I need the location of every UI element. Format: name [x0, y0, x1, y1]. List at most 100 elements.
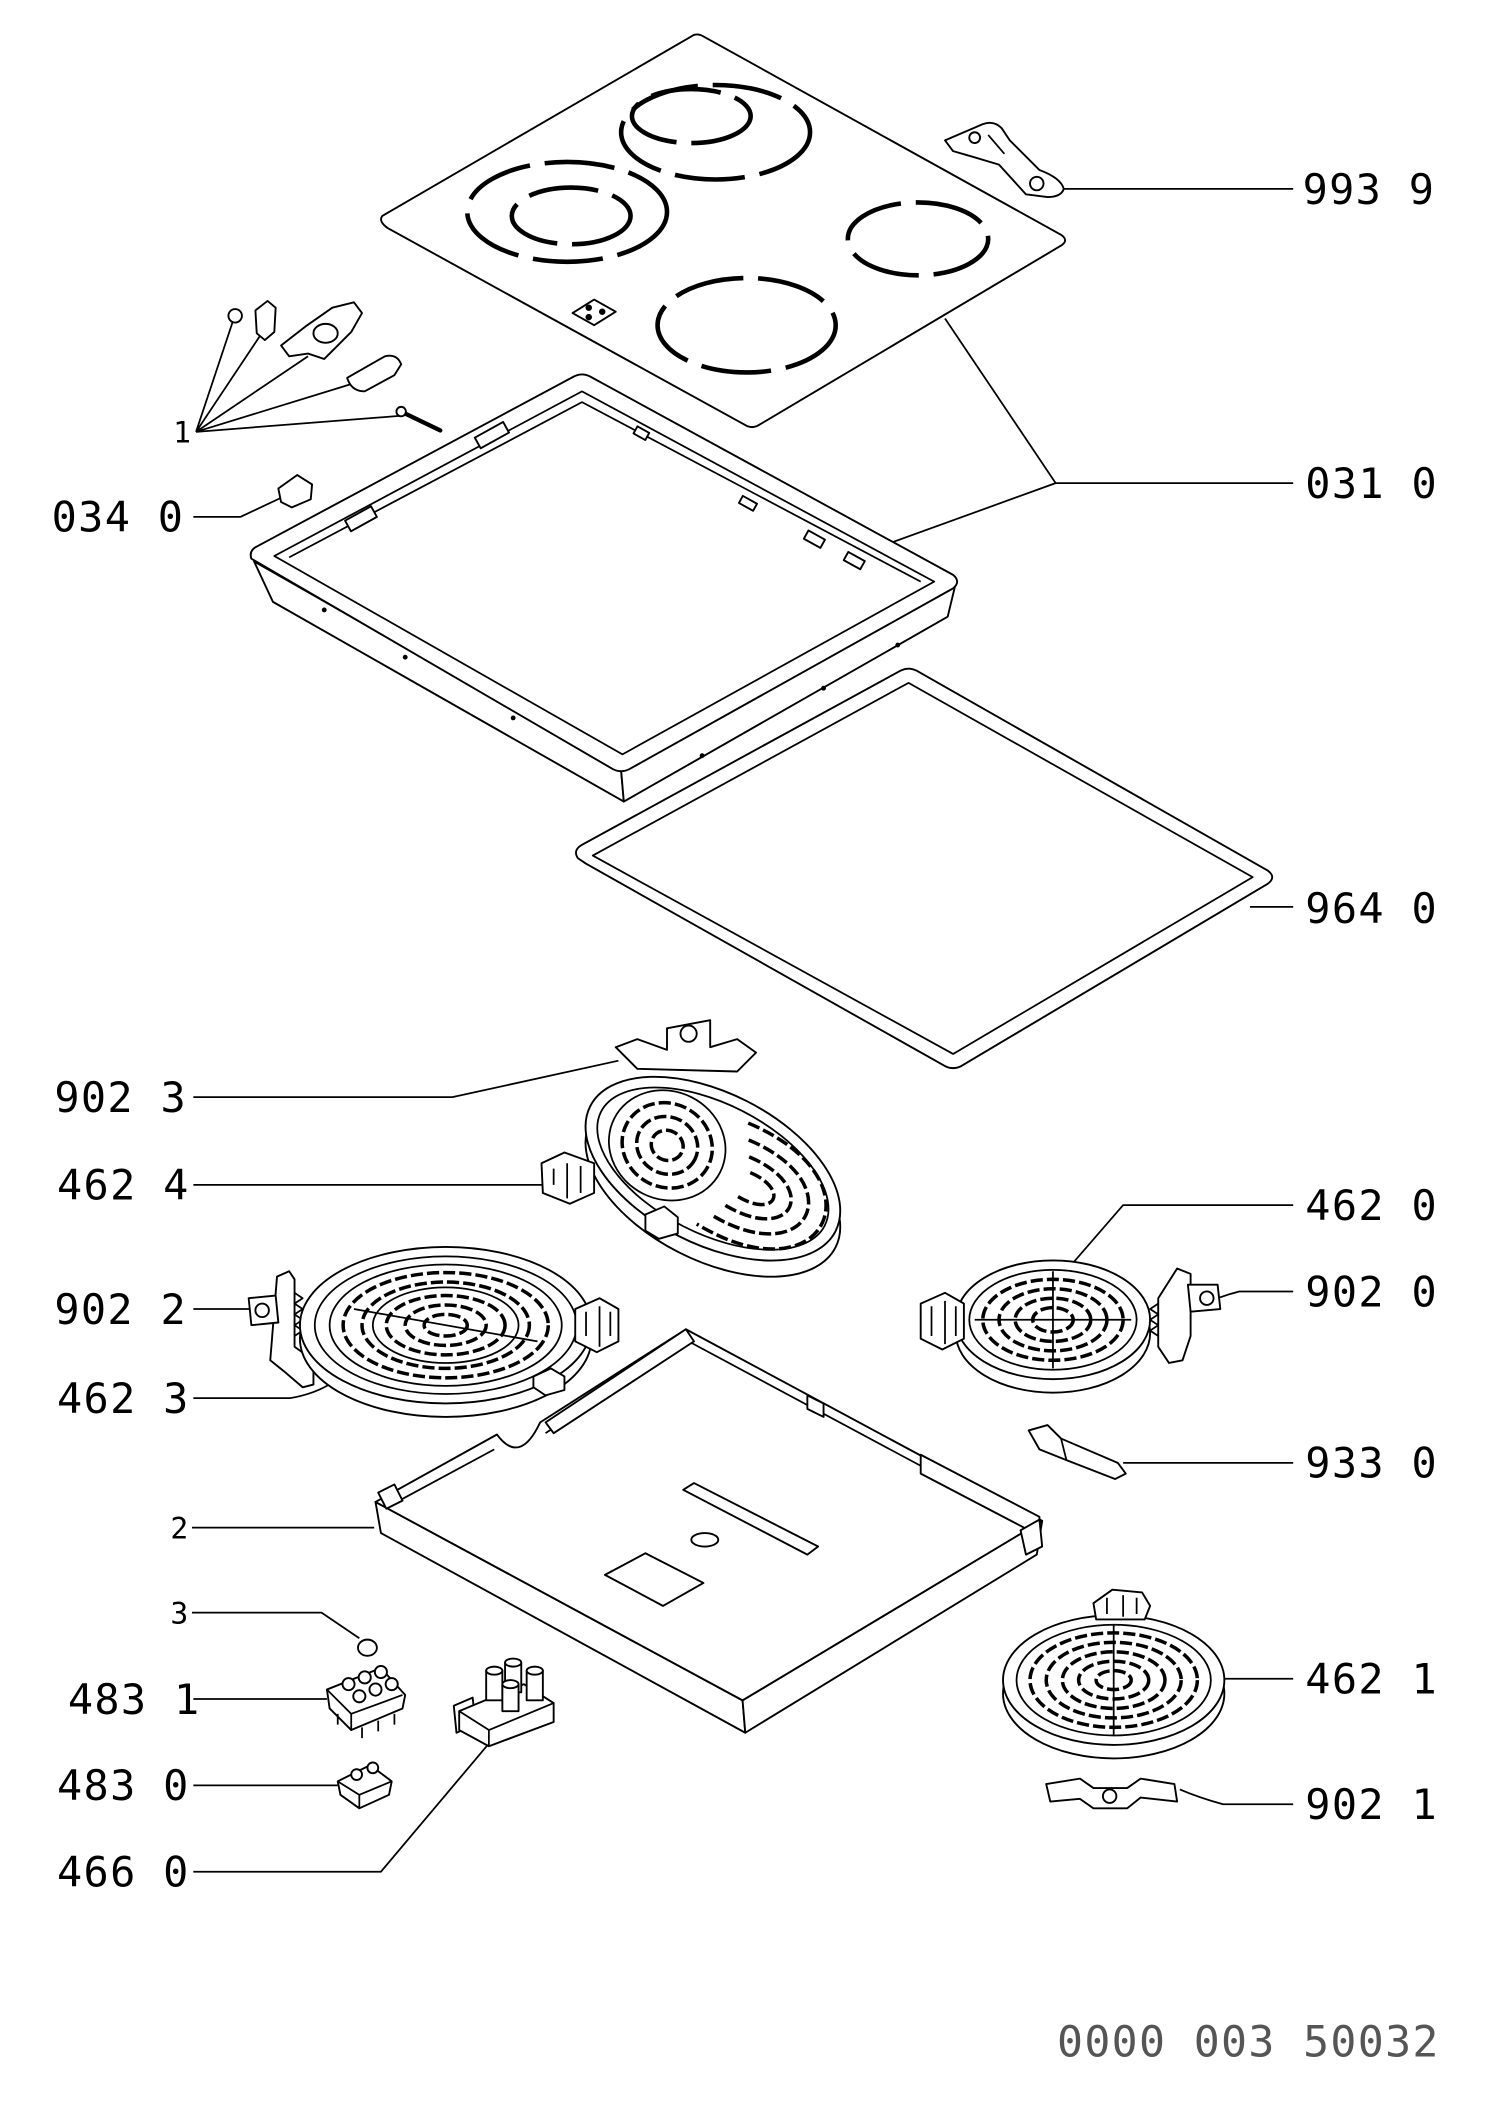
terminal-block-large [325, 1665, 407, 1739]
frame-rivet-b [402, 654, 408, 660]
gasket-inner [591, 681, 1254, 1055]
frame-slot-d [842, 550, 866, 571]
zone-left-outer-mark [464, 159, 670, 265]
limiter-body [1027, 1424, 1127, 1480]
bracket-902-2-hole [254, 1302, 270, 1319]
fixing-nut [227, 308, 243, 324]
large-element-support-bar [353, 1308, 538, 1343]
callout-462-1: 462 1 [1305, 1655, 1438, 1704]
callout-462-0: 462 0 [1305, 1181, 1438, 1230]
large-element-coil-d [403, 1303, 488, 1348]
terminal-large-screw-c [373, 1665, 388, 1680]
large-element-coil-a [341, 1270, 551, 1380]
switch-block [452, 1657, 555, 1748]
oval-element-round-zone [608, 1089, 727, 1202]
fixing-screw [401, 410, 443, 433]
frame-slot-b [344, 505, 378, 533]
switch-block-edge [458, 1702, 554, 1747]
bracket-902-3-hole [679, 1024, 698, 1043]
heating-element-oval [540, 1075, 842, 1278]
round-element-connector-pins [1106, 1595, 1138, 1617]
control-symbol-dot-a [585, 304, 592, 311]
leader-034-0 [193, 494, 287, 518]
tray-slot [682, 1482, 820, 1556]
callout-2: 2 [170, 1510, 188, 1545]
tray-back-wall [544, 1328, 695, 1435]
terminal-large-screw-d [352, 1689, 367, 1704]
callout-034-0: 034 0 [52, 493, 185, 542]
terminal-large-pins [336, 1713, 396, 1739]
heating-element-large [299, 1245, 620, 1418]
switch-cylinder-d-top [501, 1679, 520, 1690]
tray-top [374, 1328, 1044, 1702]
large-element-coil-c [384, 1293, 507, 1357]
frame-inner-wall [288, 401, 922, 583]
limiter-part [1027, 1424, 1127, 1480]
large-element-coil-b [360, 1280, 532, 1371]
callout-031-0: 031 0 [1305, 459, 1438, 508]
oval-element-coil-g [737, 1170, 776, 1207]
callout-483-0: 483 0 [57, 1761, 190, 1810]
terminal-large-screw-b [357, 1670, 372, 1685]
zone-bottom-mark [655, 275, 838, 375]
terminal-block-small [336, 1761, 393, 1810]
tray-corner-bracket-right [1019, 1518, 1044, 1556]
zone-left-inner-mark [509, 185, 633, 247]
cap-part [357, 1638, 378, 1657]
heating-element-small [919, 1259, 1152, 1394]
limiter-rod [1060, 1438, 1068, 1461]
oval-element-coil-f [723, 1155, 793, 1221]
small-element-connector [919, 1291, 965, 1351]
round-element-connector [1092, 1588, 1152, 1621]
bracket-902-3-body [614, 1019, 758, 1073]
callout-993-9: 993 9 [1303, 165, 1436, 214]
zone-top-inner-mark [629, 86, 753, 146]
large-element-connector [574, 1297, 620, 1354]
terminal-small-screw-a [350, 1768, 363, 1781]
glass-outline [380, 33, 1067, 429]
glass-bracket-hole-b [1029, 175, 1045, 192]
frame-clip-part [277, 474, 314, 509]
leader-031-0 [883, 317, 1294, 547]
frame-slot-f [632, 425, 651, 441]
terminal-small-edge [337, 1780, 393, 1809]
oval-element-coil-d [695, 1121, 828, 1251]
leader-3 [191, 1611, 360, 1640]
large-element-connector-pins [585, 1306, 612, 1347]
bracket-902-1-part [1045, 1777, 1179, 1810]
callout-902-1: 902 1 [1305, 1780, 1438, 1829]
small-element-grid [974, 1271, 1132, 1369]
callout-964-0: 964 0 [1305, 884, 1438, 933]
callout-1: 1 [173, 415, 191, 450]
fixing-set-parts [227, 299, 443, 433]
terminal-large-screw-f [384, 1677, 399, 1692]
bracket-902-3-part [614, 1019, 758, 1073]
callout-462-3: 462 3 [57, 1374, 190, 1423]
terminal-large-screw-a [341, 1677, 356, 1692]
callout-902-2: 902 2 [54, 1285, 187, 1334]
bracket-902-0-teeth [1149, 1302, 1160, 1337]
fixing-small-bracket [254, 299, 277, 342]
control-symbol-plate [571, 298, 617, 327]
bracket-902-1-hole [1101, 1788, 1118, 1804]
glass-bracket-part [944, 121, 1065, 198]
callout-902-0: 902 0 [1305, 1267, 1438, 1316]
zone-right-mark [845, 200, 991, 278]
callout-462-4: 462 4 [57, 1161, 190, 1210]
leader-902-0 [1217, 1290, 1294, 1300]
fixing-screw-head [395, 405, 407, 418]
oval-element-coil-b [634, 1114, 700, 1177]
oval-element-rim-inner [596, 1086, 830, 1251]
callout-902-3: 902 3 [54, 1073, 187, 1122]
small-element-rim-inner [968, 1268, 1138, 1371]
heating-element-round [1002, 1588, 1226, 1760]
callout-466-0: 466 0 [57, 1848, 190, 1897]
oval-element-terminal [644, 1205, 679, 1240]
oval-element-connector-pins [552, 1163, 582, 1199]
hob-frame [249, 373, 959, 803]
bracket-902-0-part [1149, 1267, 1222, 1364]
switch-cylinder-a-top [485, 1665, 504, 1676]
leader-462-3 [193, 1375, 342, 1399]
large-element-terminal [532, 1367, 566, 1397]
control-symbol-dot-b [598, 308, 606, 315]
